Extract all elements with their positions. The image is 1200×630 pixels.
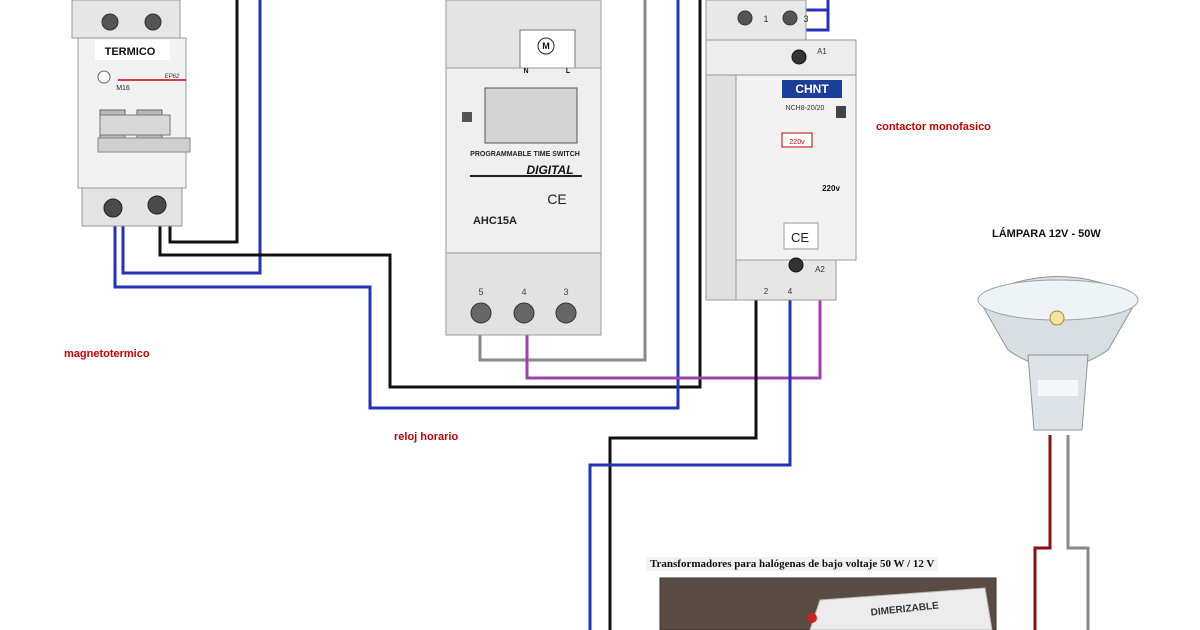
contactor-top-terminal-3: 3 [803, 14, 808, 24]
wire-blue-load [588, 300, 792, 630]
timer-terminal-5: 5 [478, 287, 483, 297]
wire-gray-lamp [1066, 435, 1090, 630]
breaker-name: TERMICO [105, 46, 156, 58]
timer-title: PROGRAMMABLE TIME SWITCH [470, 151, 580, 158]
contactor-top-terminal-1: 1 [763, 14, 768, 24]
timer-terminal-l: L [566, 68, 571, 75]
transformer-caption: Transformadores para halógenas de bajo v… [646, 557, 939, 571]
contactor-coil-small: 220v [822, 184, 840, 193]
timer-terminal-3: 3 [563, 287, 568, 297]
label-magnetotermico: magnetotermico [64, 348, 150, 360]
contactor-a1: A1 [817, 47, 827, 56]
breaker-rating: M16 [116, 85, 130, 92]
breaker-brand: EP62 [165, 74, 180, 80]
wire-blue-breaker-top [121, 0, 262, 275]
transformer-device [659, 577, 997, 630]
contactor-coil-voltage: 220v [789, 139, 805, 146]
contactor-bottom-terminal-2: 2 [764, 287, 769, 296]
contactor-bottom-terminal-4: 4 [788, 287, 793, 296]
wire-blue-main [113, 0, 680, 410]
timer-terminal-4: 4 [521, 287, 526, 297]
contactor-device [705, 0, 857, 301]
wire-red-lamp [1033, 435, 1052, 630]
wire-purple-coil [525, 278, 822, 380]
contactor-ce: CE [791, 230, 809, 245]
timer-brand: DIGITAL [526, 163, 573, 177]
wire-gray-timer [478, 0, 647, 362]
timer-motor-symbol: M [542, 41, 550, 51]
label-contactor: contactor monofasico [876, 121, 991, 133]
wire-black-load [608, 300, 758, 630]
lamp-device [977, 276, 1139, 431]
wire-black-main [158, 0, 702, 389]
timer-terminal-n: N [523, 68, 528, 75]
breaker-device [71, 0, 191, 227]
contactor-a2: A2 [815, 265, 825, 274]
contactor-model: NCH8-20/20 [786, 105, 825, 112]
label-reloj-horario: reloj horario [394, 431, 459, 443]
timer-device [445, 0, 602, 336]
timer-ce: CE [547, 191, 566, 207]
wires [113, 0, 1090, 630]
label-lampara: LÁMPARA 12V - 50W [992, 228, 1101, 240]
timer-model: AHC15A [473, 215, 517, 227]
contactor-brand: CHNT [795, 82, 829, 96]
